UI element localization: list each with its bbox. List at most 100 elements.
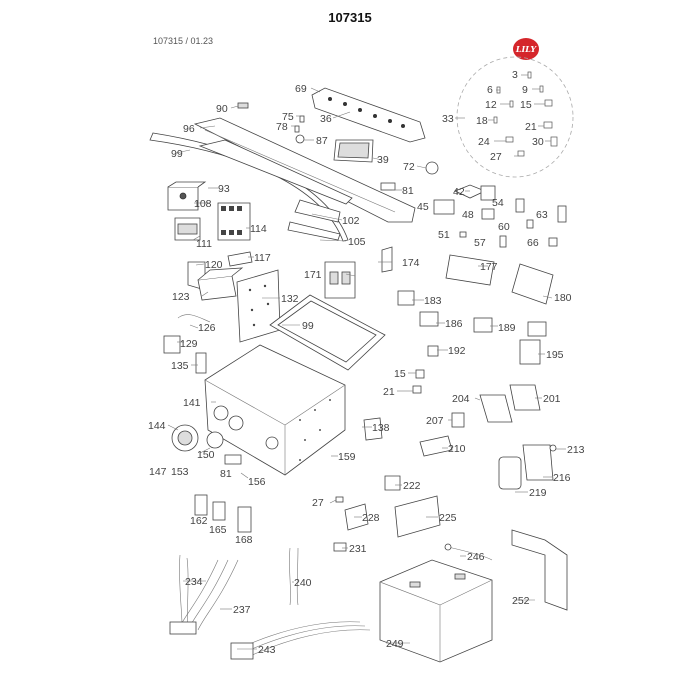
part-label: 165 bbox=[209, 524, 227, 536]
circuit-breaker bbox=[324, 261, 356, 299]
part-label: 30 bbox=[532, 136, 544, 148]
top-frame bbox=[193, 117, 416, 223]
mounting-plate bbox=[236, 269, 281, 343]
part-label: 81 bbox=[402, 185, 414, 197]
part-label: 75 bbox=[282, 111, 294, 123]
part-label: 219 bbox=[529, 487, 547, 499]
part-label: 72 bbox=[403, 161, 415, 173]
battery-bracket bbox=[511, 529, 568, 611]
part-label: 189 bbox=[498, 322, 516, 334]
control-board bbox=[311, 87, 426, 143]
part-label: 138 bbox=[372, 422, 390, 434]
diagram-title: 107315 bbox=[328, 10, 372, 25]
part-label: 177 bbox=[480, 261, 498, 273]
part-label: 162 bbox=[190, 515, 208, 527]
part-label: 180 bbox=[554, 292, 572, 304]
part-label: 111 bbox=[196, 238, 212, 250]
part-label: 102 bbox=[342, 215, 360, 227]
part-label: 192 bbox=[448, 345, 466, 357]
part-label: 93 bbox=[218, 183, 230, 195]
part-drawings bbox=[149, 56, 574, 663]
part-label: 39 bbox=[377, 154, 389, 166]
part-label: 54 bbox=[492, 197, 504, 209]
thermostat-dial bbox=[425, 161, 439, 175]
selector-switch bbox=[519, 339, 541, 365]
part-label: 174 bbox=[402, 257, 420, 269]
part-label: 21 bbox=[525, 121, 537, 133]
part-label: 69 bbox=[295, 83, 307, 95]
part-label: 9 bbox=[522, 84, 528, 96]
door-lock-plate bbox=[522, 444, 554, 481]
part-label: 132 bbox=[281, 293, 299, 305]
part-label: 105 bbox=[348, 236, 366, 248]
part-label: 225 bbox=[439, 512, 457, 524]
relay-box bbox=[197, 275, 237, 301]
part-label: 6 bbox=[487, 84, 493, 96]
part-label: 243 bbox=[258, 644, 276, 656]
part-label: 117 bbox=[254, 252, 271, 264]
leader-lines bbox=[167, 74, 566, 650]
part-label: 120 bbox=[205, 259, 223, 271]
part-label: 195 bbox=[546, 349, 564, 361]
part-label: 63 bbox=[536, 209, 548, 221]
part-label: 159 bbox=[338, 451, 356, 463]
part-label: 249 bbox=[386, 638, 404, 650]
part-label: 66 bbox=[527, 237, 539, 249]
part-label: 27 bbox=[312, 497, 324, 509]
part-label: 144 bbox=[148, 420, 166, 432]
part-label: 15 bbox=[520, 99, 532, 111]
part-label: 15 bbox=[394, 368, 406, 380]
part-label: 210 bbox=[448, 443, 466, 455]
part-label: 33 bbox=[442, 113, 454, 125]
part-label: 78 bbox=[276, 121, 288, 133]
part-label: 27 bbox=[490, 151, 502, 163]
part-label: 234 bbox=[185, 576, 203, 588]
part-label: 18 bbox=[476, 115, 488, 127]
part-label: 237 bbox=[233, 604, 251, 616]
part-label: 204 bbox=[452, 393, 470, 405]
part-label: 51 bbox=[438, 229, 450, 241]
part-label: 96 bbox=[183, 123, 195, 135]
part-label: 216 bbox=[553, 472, 571, 484]
part-label: 129 bbox=[180, 338, 198, 350]
part-label: 48 bbox=[462, 209, 474, 221]
part-label: 207 bbox=[426, 415, 444, 427]
document-reference: 107315 / 01.23 bbox=[153, 36, 214, 46]
part-label: 231 bbox=[349, 543, 367, 555]
part-label: 150 bbox=[197, 449, 215, 461]
small-parts-group-outline bbox=[456, 56, 574, 178]
part-label: 3 bbox=[512, 69, 518, 81]
part-label: 57 bbox=[474, 237, 486, 249]
battery bbox=[379, 559, 493, 663]
part-label: 135 bbox=[171, 360, 189, 372]
part-label: 228 bbox=[362, 512, 380, 524]
part-label: 123 bbox=[172, 291, 190, 303]
part-number-labels: 3 6 9 12 15 18 21 24 27 30 33 36 39 42 4… bbox=[148, 69, 585, 656]
main-housing bbox=[204, 344, 346, 476]
part-label: 186 bbox=[445, 318, 463, 330]
part-label: 171 bbox=[304, 269, 322, 281]
part-label: 12 bbox=[485, 99, 497, 111]
part-label: 87 bbox=[316, 135, 328, 147]
part-label: 24 bbox=[478, 136, 490, 148]
part-label: 42 bbox=[453, 186, 465, 198]
part-label: 213 bbox=[567, 444, 585, 456]
part-label: 183 bbox=[424, 295, 442, 307]
part-label: 147 bbox=[149, 466, 167, 478]
part-label: 156 bbox=[248, 476, 266, 488]
part-label: 201 bbox=[543, 393, 561, 405]
part-label: 81 bbox=[220, 468, 232, 480]
brand-logo: LILY bbox=[513, 38, 539, 60]
part-label: 153 bbox=[171, 466, 189, 478]
part-label: 168 bbox=[235, 534, 253, 546]
part-label: 246 bbox=[467, 551, 485, 563]
part-label: 252 bbox=[512, 595, 530, 607]
part-label: 21 bbox=[383, 386, 395, 398]
part-label: 141 bbox=[183, 397, 201, 409]
part-label: 36 bbox=[320, 113, 332, 125]
part-label: 99 bbox=[171, 148, 183, 160]
part-label: 114 bbox=[250, 223, 267, 235]
pcb-board bbox=[445, 254, 495, 286]
part-label: 108 bbox=[194, 198, 212, 210]
